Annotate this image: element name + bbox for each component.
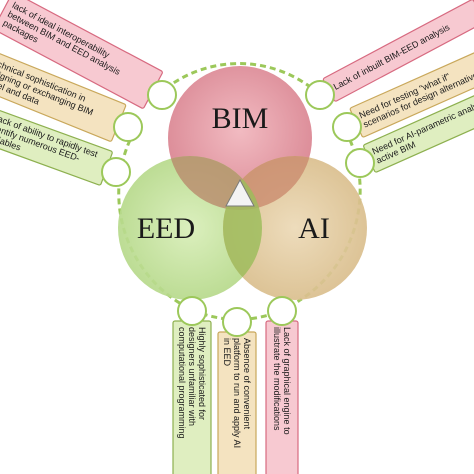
ai-label: AI: [298, 212, 330, 245]
callout-bubble: [332, 112, 362, 142]
callout-text-line: in EED: [222, 338, 232, 367]
callout-text-line: designers unfamiliar with: [187, 327, 197, 426]
callout-bubble: [267, 296, 297, 326]
callout-text-line: Highly sophisticated for: [197, 327, 207, 420]
callout-bubble: [222, 307, 252, 337]
callout-text-line: Lack of graphical engine to: [282, 327, 292, 435]
callout-text-line: computational programming: [177, 327, 187, 439]
center-triangle: [225, 178, 255, 207]
overlap-bim-ai: [223, 156, 312, 210]
callout-bubble: [147, 80, 177, 110]
bim-label: BIM: [212, 102, 269, 135]
callout-text-line: platform to run and apply AI: [232, 338, 242, 448]
eed-label: EED: [137, 212, 195, 245]
callout-bubble: [345, 148, 375, 178]
callout-bubble: [101, 157, 131, 187]
callout-bubble: [177, 296, 207, 326]
callout-text-line: Absence of convenient: [242, 338, 252, 430]
callout-text-line: illustrate the modifications: [272, 327, 282, 431]
callout-bubble: [113, 112, 143, 142]
overlap-bim-eed: [168, 156, 262, 210]
callout-bubble: [305, 80, 335, 110]
